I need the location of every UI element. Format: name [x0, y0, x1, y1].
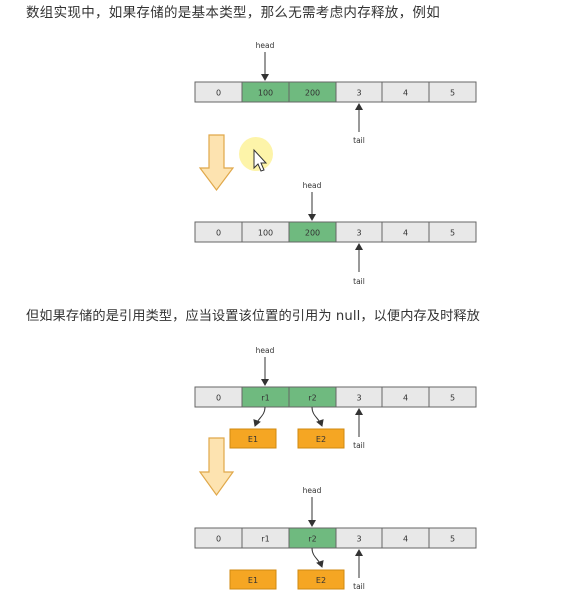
array-cell-value: r1: [261, 535, 269, 544]
tail-label: tail: [353, 277, 365, 286]
array-cell-value: 5: [450, 89, 455, 98]
array-cell-value: 5: [450, 535, 455, 544]
array-cell-value: 200: [305, 89, 320, 98]
object-box-e2: [297, 428, 345, 449]
array-cell-value: r2: [308, 535, 316, 544]
array-cell: [428, 386, 477, 408]
reference-arrow: [311, 547, 324, 568]
array-cell: [428, 221, 477, 243]
array-cell-value: 3: [356, 89, 361, 98]
array-cell-value: 3: [356, 535, 361, 544]
head-label: head: [256, 346, 275, 355]
array-cell-value: r1: [261, 394, 269, 403]
array-cell-value: 0: [216, 394, 221, 403]
tail-label: tail: [353, 136, 365, 145]
head-label: head: [256, 41, 275, 50]
transition-arrow-icon: [198, 437, 235, 497]
array-reference-after: 0 r1 r2 3 4 5 head E1 E2 tail: [194, 486, 477, 591]
array-cell-value: 200: [305, 229, 320, 238]
array-cell: [428, 527, 477, 549]
object-label: E1: [248, 576, 258, 585]
array-primitive-before: 0 100 200 3 4 5 head tail: [194, 41, 477, 145]
object-label: E2: [316, 576, 326, 585]
array-cell-value: 5: [450, 229, 455, 238]
tail-label: tail: [353, 582, 365, 591]
paragraph-primitive-types: 数组实现中，如果存储的是基本类型，那么无需考虑内存释放，例如: [26, 5, 440, 21]
paragraph-reference-types: 但如果存储的是引用类型，应当设置该位置的引用为 null，以便内存及时释放: [26, 309, 480, 324]
reference-arrow: [311, 406, 324, 427]
array-cell-value: 0: [216, 229, 221, 238]
array-cell-value: 3: [356, 229, 361, 238]
array-cell-value: 4: [403, 89, 408, 98]
array-reference-before: 0 r1 r2 3 4 5 head E1 E2 tail: [194, 346, 477, 450]
transition-arrow-icon: [198, 134, 235, 191]
head-label: head: [303, 181, 322, 190]
tail-label: tail: [353, 441, 365, 450]
array-cell-value: r2: [308, 394, 316, 403]
array-cell-value: 5: [450, 394, 455, 403]
object-label: E2: [316, 435, 326, 444]
mouse-cursor-icon: [253, 148, 268, 172]
object-box-e1: [229, 569, 277, 590]
head-label: head: [303, 486, 322, 495]
array-cell-value: 3: [356, 394, 361, 403]
array-cell-value: 0: [216, 89, 221, 98]
array-cell-value: 0: [216, 535, 221, 544]
array-cell-value: 4: [403, 229, 408, 238]
array-cell-value: 100: [258, 89, 273, 98]
array-cell-value: 4: [403, 535, 408, 544]
object-box-e1: [229, 428, 277, 449]
array-primitive-after: 0 100 200 3 4 5 head tail: [194, 181, 477, 286]
object-label: E1: [248, 435, 258, 444]
array-cell: [428, 81, 477, 103]
reference-arrow: [253, 406, 266, 427]
object-box-e2: [297, 569, 345, 590]
array-cell-value: 4: [403, 394, 408, 403]
array-cell-value: 100: [258, 229, 273, 238]
